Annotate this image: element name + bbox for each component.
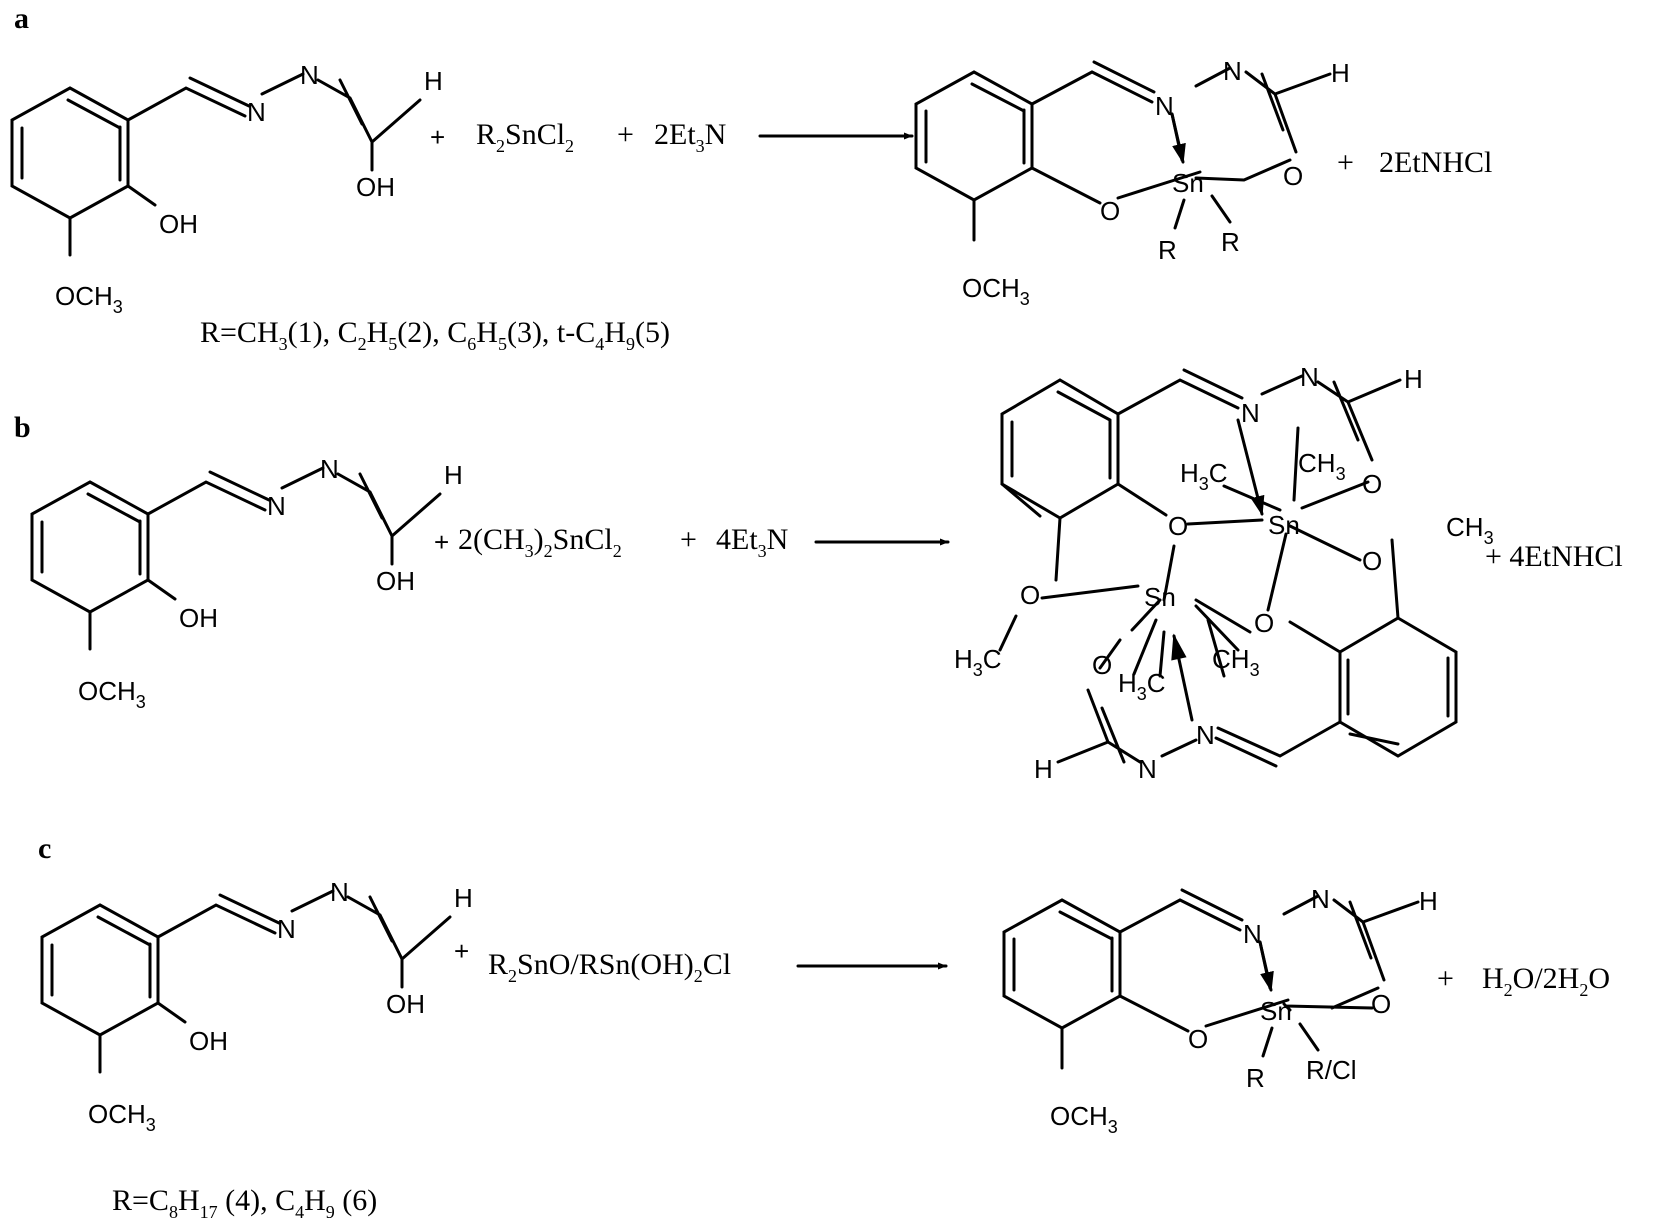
svg-text:Sn: Sn (1260, 996, 1292, 1026)
reagent-4et3n: 4Et3N (716, 523, 788, 561)
svg-text:OCH3: OCH3 (78, 676, 146, 712)
svg-text:H: H (444, 460, 463, 490)
svg-text:H: H (1034, 754, 1053, 784)
coordination-arrow-b-upper (1236, 418, 1265, 516)
label-b: b (14, 411, 31, 444)
byproduct-c: H2O/2H2O (1482, 962, 1610, 1000)
svg-text:Sn: Sn (1268, 510, 1300, 540)
svg-text:O: O (1100, 196, 1120, 226)
svg-text:Sn: Sn (1172, 168, 1204, 198)
svg-text:N: N (1196, 720, 1215, 750)
svg-text:N: N (1241, 398, 1260, 428)
svg-text:OCH3: OCH3 (55, 281, 123, 317)
coordination-arrow-c (1258, 940, 1274, 992)
plus-a-2: + (617, 118, 634, 151)
reagent-r2sno: R2SnO/RSn(OH)2Cl (488, 948, 731, 986)
svg-text:CH3: CH3 (1298, 448, 1346, 484)
svg-text:O: O (1371, 989, 1391, 1019)
dimeric-tin-complex-b: N N H O O Sn O CH3 H3C CH3 O Sn O H3C O … (954, 362, 1494, 784)
svg-text:H: H (1419, 886, 1438, 916)
svg-text:O: O (1254, 608, 1274, 638)
svg-text:CH3: CH3 (1446, 512, 1494, 548)
r-groups-a: R=CH3(1), C2H5(2), C6H5(3), t-C4H9(5) (200, 316, 670, 354)
svg-text:R: R (1221, 227, 1240, 257)
svg-text:N: N (300, 60, 319, 90)
plus-a-3: + (1337, 146, 1354, 179)
svg-text:O: O (1188, 1024, 1208, 1054)
svg-text:O: O (1168, 511, 1188, 541)
label-a: a (14, 2, 29, 35)
tin-complex-a: N N H O O Sn R R OCH3 (914, 56, 1350, 309)
svg-text:N: N (267, 491, 286, 521)
svg-text:N: N (1243, 919, 1262, 949)
svg-text:Sn: Sn (1144, 582, 1176, 612)
svg-text:OH: OH (159, 209, 198, 239)
r-groups-c: R=C8H17 (4), C4H9 (6) (112, 1184, 377, 1222)
svg-text:H: H (1331, 58, 1350, 88)
svg-text:OCH3: OCH3 (88, 1099, 156, 1135)
svg-text:OH: OH (386, 989, 425, 1019)
byproduct-b: + 4EtNHCl (1485, 540, 1623, 573)
plus-a: + (430, 122, 445, 152)
ligand-c: N N H OH OH OCH3 (40, 877, 473, 1135)
svg-text:R: R (1158, 235, 1177, 265)
svg-text:OH: OH (356, 172, 395, 202)
ligand-b: N N H OH OH OCH3 (30, 454, 463, 712)
svg-text:N: N (1300, 362, 1319, 392)
svg-text:OCH3: OCH3 (962, 273, 1030, 309)
svg-text:N: N (330, 877, 349, 907)
svg-text:N: N (1155, 91, 1174, 121)
svg-text:N: N (1311, 884, 1330, 914)
plus-b: + (434, 527, 449, 557)
label-c: c (38, 832, 51, 865)
svg-text:N: N (1138, 754, 1157, 784)
svg-text:R: R (1246, 1063, 1265, 1093)
coordination-arrow-a (1170, 112, 1186, 164)
svg-text:H3C: H3C (1118, 668, 1166, 704)
reagent-me2sncl2: 2(CH3)2SnCl2 (458, 523, 622, 561)
tin-complex-c: N N H O O Sn R R/Cl OCH3 (1002, 884, 1438, 1137)
svg-text:N: N (247, 97, 266, 127)
svg-text:N: N (1223, 56, 1242, 86)
ligand-a: N N H OH OH OCH3 (10, 60, 443, 317)
svg-text:CH3: CH3 (1212, 644, 1260, 680)
svg-text:OH: OH (376, 566, 415, 596)
svg-text:O: O (1283, 161, 1303, 191)
byproduct-a: 2EtNHCl (1379, 146, 1492, 179)
svg-text:H: H (1404, 364, 1423, 394)
svg-text:R/Cl: R/Cl (1306, 1055, 1357, 1085)
reagent-et3n: 2Et3N (654, 118, 726, 156)
svg-text:OCH3: OCH3 (1050, 1101, 1118, 1137)
svg-text:H: H (424, 66, 443, 96)
svg-text:OH: OH (179, 603, 218, 633)
svg-text:O: O (1362, 469, 1382, 499)
plus-b-2: + (680, 523, 697, 556)
svg-text:O: O (1020, 580, 1040, 610)
svg-text:N: N (320, 454, 339, 484)
svg-text:H3C: H3C (954, 644, 1002, 680)
coordination-arrow-b-lower (1171, 633, 1194, 722)
svg-text:H3C: H3C (1180, 458, 1228, 494)
svg-text:O: O (1092, 650, 1112, 680)
svg-text:O: O (1362, 546, 1382, 576)
svg-text:H: H (454, 883, 473, 913)
plus-c-2: + (1437, 962, 1454, 995)
svg-text:N: N (277, 914, 296, 944)
plus-c: + (454, 936, 469, 966)
svg-text:OH: OH (189, 1026, 228, 1056)
reagent-r2sncl2: R2SnCl2 (476, 118, 574, 156)
